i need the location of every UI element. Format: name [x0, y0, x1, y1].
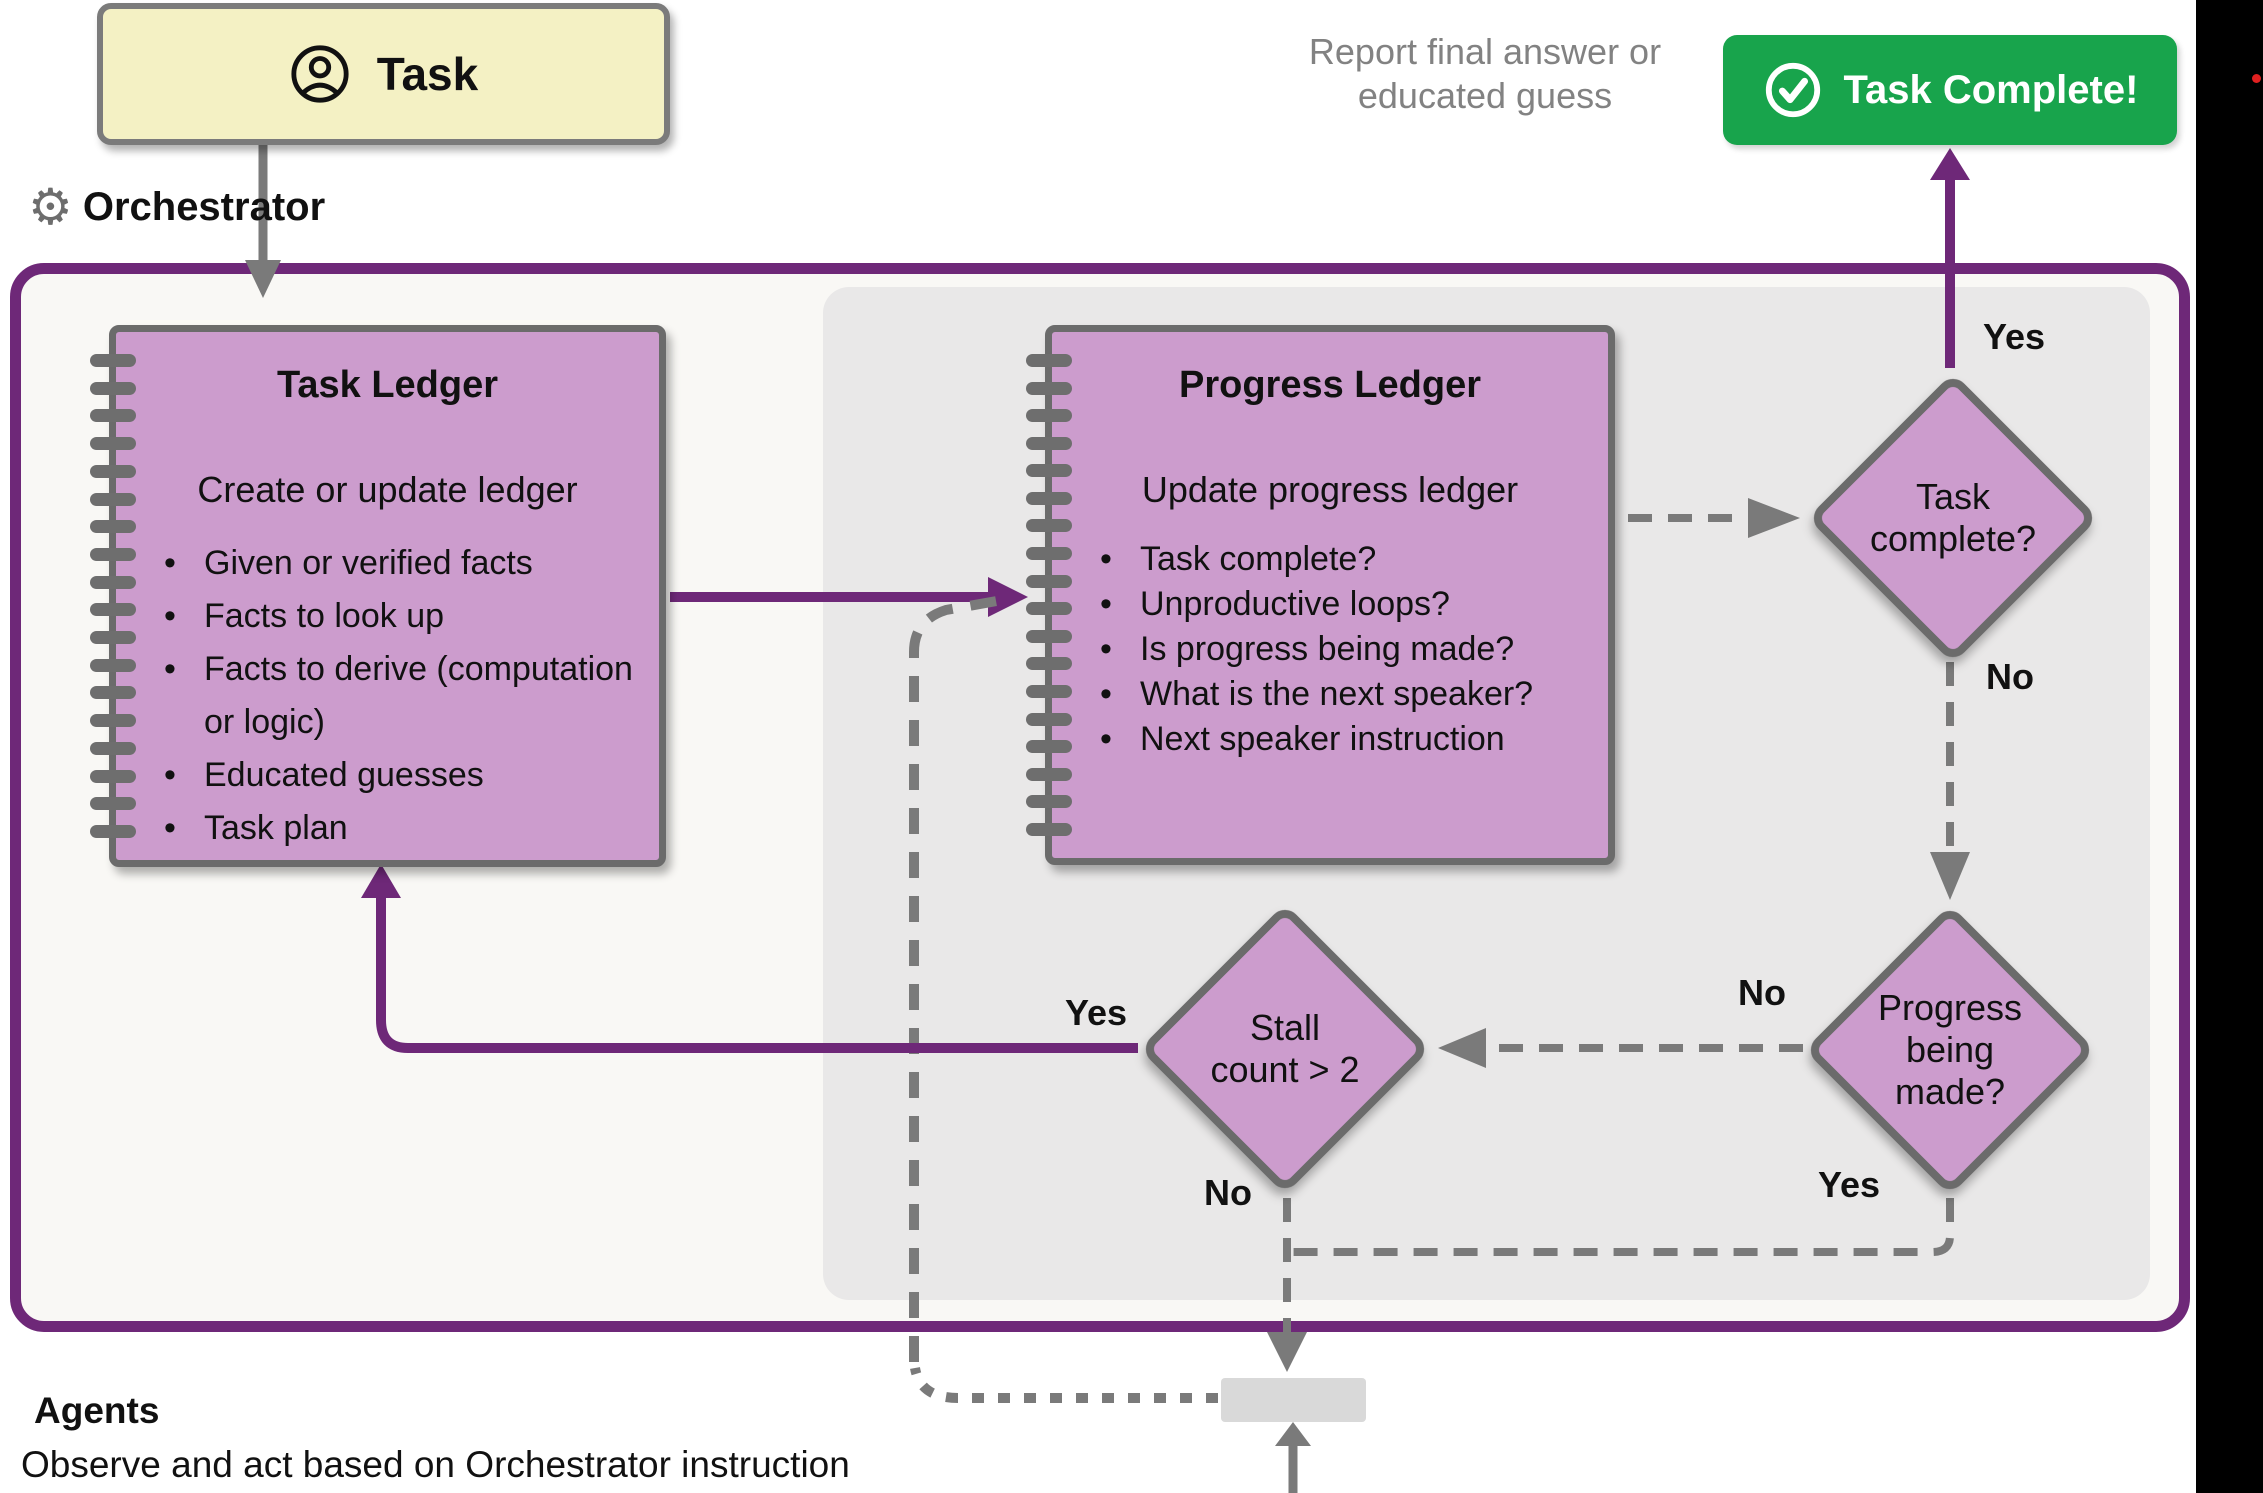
branch-label-stallcount-no: No — [1204, 1172, 1252, 1213]
spiral-binding-icon — [1026, 354, 1072, 836]
line-agent-return-bottom — [910, 1366, 1218, 1403]
check-circle-icon — [1765, 62, 1820, 118]
progress-ledger-list: Task complete? Unproductive loops? Is pr… — [1052, 537, 1608, 762]
branch-label-stallcount-yes: Yes — [1064, 992, 1128, 1033]
user-icon — [291, 45, 349, 103]
agents-subtitle: Observe and act based on Orchestrator in… — [21, 1444, 850, 1485]
list-item: Next speaker instruction — [1100, 717, 1598, 762]
task-ledger-subtitle: Create or update ledger — [197, 469, 578, 510]
orchestrator-label-text: Orchestrator — [82, 184, 326, 229]
list-item: Task plan — [164, 802, 649, 855]
caption-line1: Report final answer or — [1308, 31, 1662, 72]
list-item: Facts to derive (computation or logic) — [164, 643, 649, 749]
orchestrator-label: ⚙ Orchestrator — [28, 182, 325, 232]
list-item: Unproductive loops? — [1100, 582, 1598, 627]
task-ledger-title: Task Ledger — [276, 364, 499, 406]
spiral-binding-icon — [90, 354, 136, 838]
agent-placeholder-box — [1221, 1378, 1366, 1422]
decision-task-complete: Task complete? — [1807, 372, 2099, 664]
list-item: What is the next speaker? — [1100, 672, 1598, 717]
decision-task-complete-label: Task complete? — [1869, 476, 2037, 559]
decision-stall-count-label: Stall count > 2 — [1210, 1007, 1360, 1090]
final-answer-caption: Report final answer or educated guess — [1255, 30, 1715, 118]
task-complete-button: Task Complete! — [1723, 35, 2177, 145]
task-complete-label: Task Complete! — [1843, 67, 2139, 112]
progress-ledger-subtitle: Update progress ledger — [1141, 469, 1519, 510]
branch-label-taskcomplete-no: No — [1986, 656, 2034, 697]
list-item: Is progress being made? — [1100, 627, 1598, 672]
caption-line2: educated guess — [1357, 75, 1613, 116]
list-item: Educated guesses — [164, 749, 649, 802]
decision-progress-being-made-label: Progress being made? — [1877, 987, 2023, 1112]
task-ledger-list: Given or verified facts Facts to look up… — [116, 537, 659, 855]
branch-label-progressmade-no: No — [1738, 972, 1786, 1013]
gear-icon: ⚙ — [28, 179, 73, 235]
decision-progress-being-made: Progress being made? — [1804, 904, 2096, 1196]
list-item: Task complete? — [1100, 537, 1598, 582]
task-ledger: Task Ledger Create or update ledger Give… — [90, 325, 666, 867]
list-item: Facts to look up — [164, 590, 649, 643]
screen-edge-black-bar — [2196, 0, 2263, 1493]
progress-ledger-title: Progress Ledger — [1179, 364, 1481, 406]
branch-label-taskcomplete-yes: Yes — [1982, 316, 2046, 357]
progress-ledger: Progress Ledger Update progress ledger T… — [1026, 325, 1615, 865]
agents-title: Agents — [34, 1390, 160, 1431]
task-box-label: Task — [376, 48, 479, 100]
list-item: Given or verified facts — [164, 537, 649, 590]
record-dot — [2252, 74, 2261, 83]
task-input-box: Task — [97, 3, 670, 145]
decision-stall-count: Stall count > 2 — [1139, 903, 1431, 1195]
branch-label-progressmade-yes: Yes — [1817, 1164, 1881, 1205]
